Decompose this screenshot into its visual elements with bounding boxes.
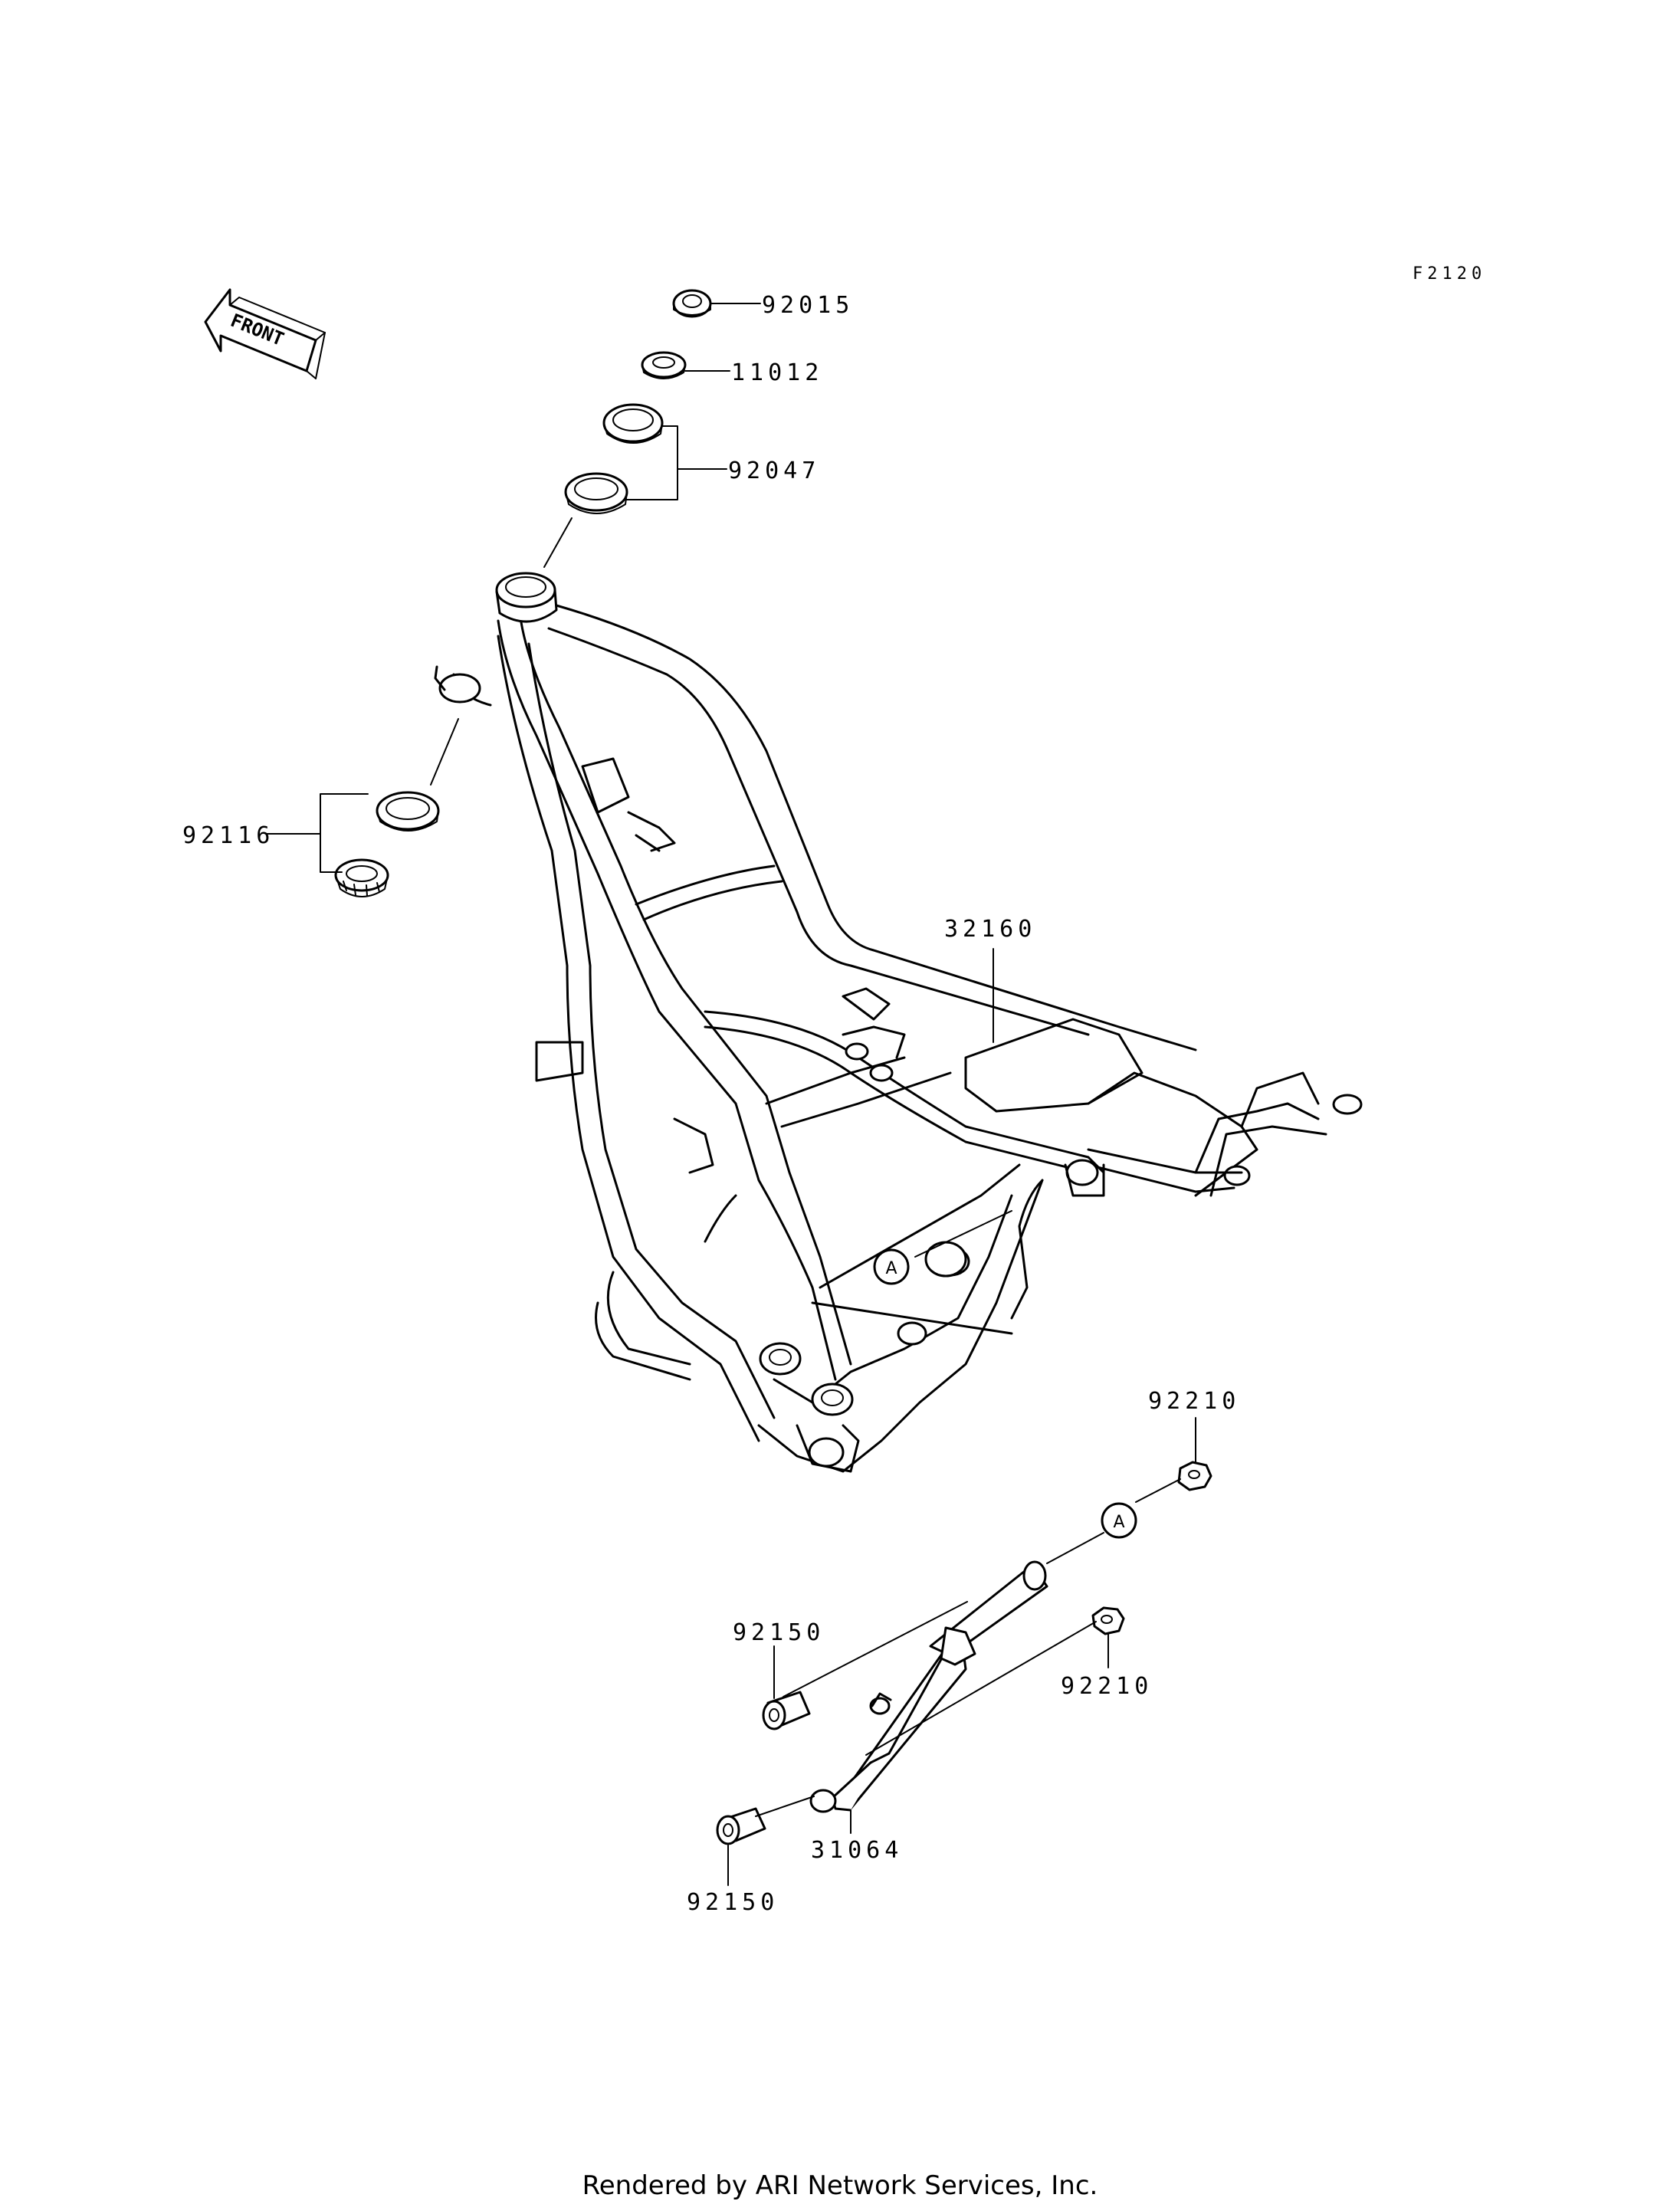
part-label-92015: 92015 [762,292,854,319]
collar-92150-lower [716,1807,766,1845]
collar-92150-upper [762,1691,811,1730]
bearing-race-upper [602,403,664,444]
part-label-92150-upper: 92150 [733,1619,825,1646]
bearing-race-lower [564,472,628,514]
leader-lines [266,303,1196,1886]
front-arrow-icon: FRONT [204,288,326,379]
footer-credit: Rendered by ARI Network Services, Inc. [582,2170,1098,2201]
part-label-92210-upper: 92210 [1148,1388,1240,1415]
part-label-32160: 32160 [944,916,1036,943]
part-label-31064: 31064 [811,1837,903,1864]
part-label-92116: 92116 [182,822,274,849]
part-label-92150-lower: 92150 [687,1889,779,1916]
part-label-92210-lower: 92210 [1061,1673,1153,1700]
tapered-bearing-92116 [334,858,389,897]
ref-marker-frame: A [885,1259,897,1278]
diagram-code: F2120 [1413,264,1486,284]
bearing-race-92116 [376,791,440,832]
nut-92210-upper [1177,1461,1212,1491]
ref-marker-bracket: A [1113,1513,1124,1532]
washer-11012 [641,351,687,379]
part-label-92047: 92047 [728,458,820,484]
engine-bracket-31064 [809,1560,1048,1813]
part-label-11012: 11012 [731,359,823,386]
steering-stem-nut [672,289,712,318]
frame-32160 [434,572,1363,1473]
nut-92210-lower [1091,1606,1125,1635]
